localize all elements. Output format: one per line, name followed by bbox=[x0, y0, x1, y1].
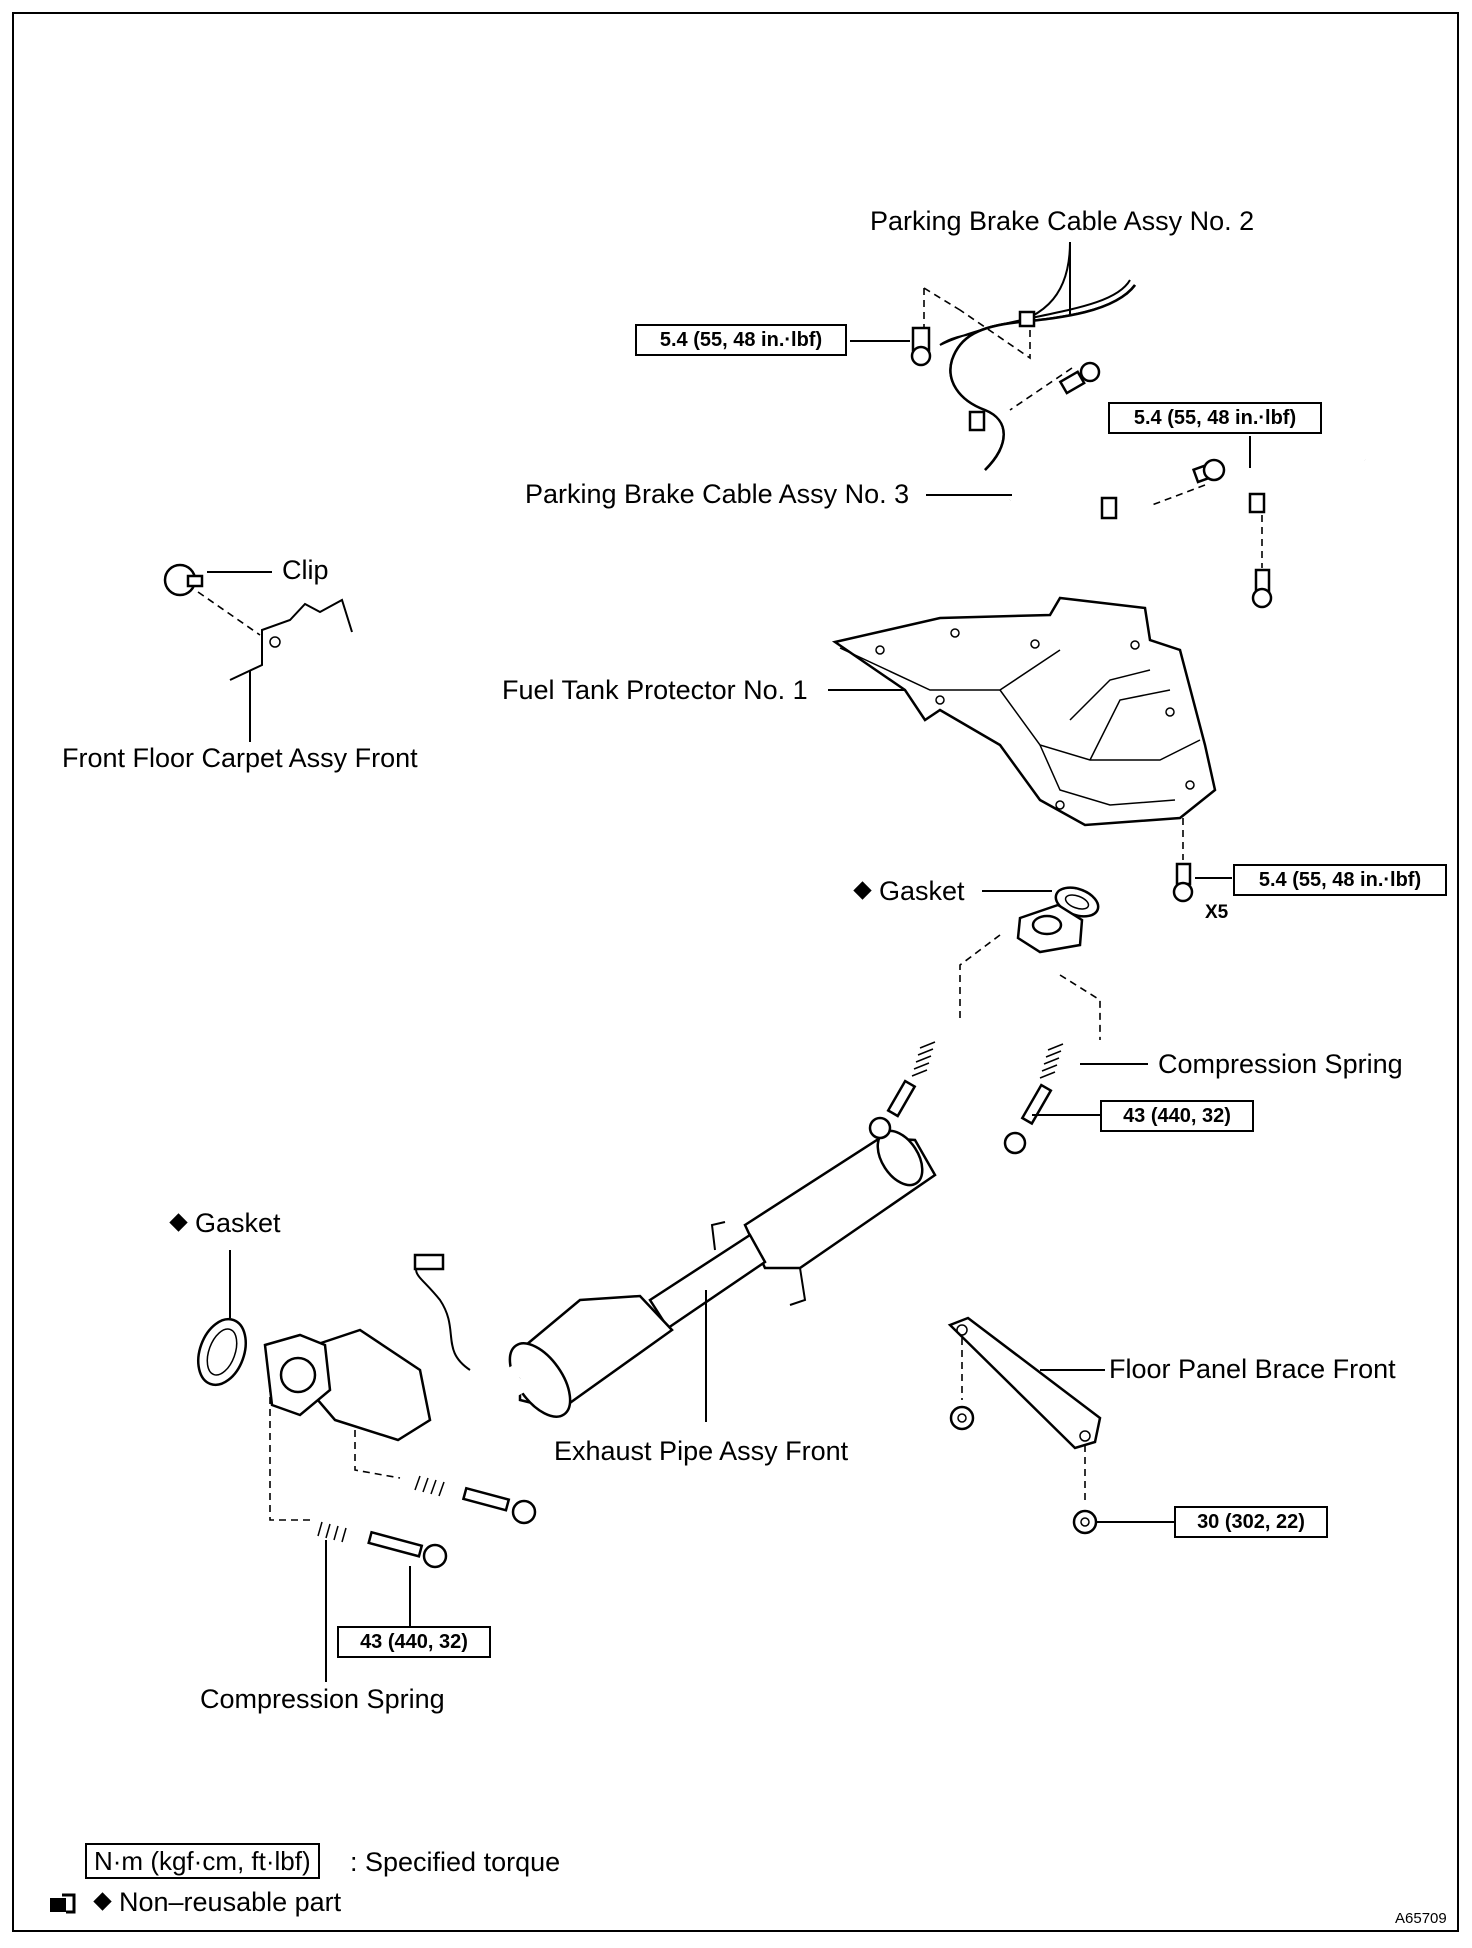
label-front-floor-carpet: Front Floor Carpet Assy Front bbox=[62, 743, 418, 773]
floor-panel-brace bbox=[947, 1316, 1102, 1450]
exhaust-pipe-assy bbox=[263, 903, 1084, 1442]
spring-right-lower bbox=[1039, 1043, 1064, 1079]
bolt-protector bbox=[1172, 862, 1194, 903]
bolt-cable3-upper bbox=[1191, 458, 1226, 484]
gasket-lower bbox=[197, 1317, 247, 1387]
torque-box-spring-bottom: 43 (440, 32) bbox=[337, 1626, 491, 1658]
nut-brace-right bbox=[1072, 1509, 1098, 1535]
torque-box-spring-right: 43 (440, 32) bbox=[1100, 1100, 1254, 1132]
non-reusable-diamond-icon bbox=[93, 1892, 112, 1911]
nut-brace-left bbox=[949, 1405, 975, 1431]
label-compression-spring-bottom: Compression Spring bbox=[200, 1684, 445, 1714]
label-gasket-lower: Gasket bbox=[168, 1210, 281, 1237]
bolt-cable2-left bbox=[910, 326, 932, 367]
label-compression-spring-right: Compression Spring bbox=[1158, 1049, 1403, 1079]
bolt-cable2-right bbox=[1058, 361, 1101, 395]
non-reusable-diamond-icon bbox=[169, 1213, 188, 1232]
parking-brake-cable-no3 bbox=[1009, 458, 1366, 535]
bolt-cable3-lower bbox=[1251, 568, 1273, 609]
legend-torque-box: N·m (kgf·cm, ft·lbf) bbox=[85, 1843, 320, 1879]
legend-torque-text: : Specified torque bbox=[350, 1847, 561, 1877]
spring-bottom-lower bbox=[317, 1521, 347, 1543]
clip-part bbox=[163, 563, 204, 597]
torque-box-brace: 30 (302, 22) bbox=[1174, 1506, 1328, 1538]
label-floor-panel-brace: Floor Panel Brace Front bbox=[1109, 1354, 1396, 1384]
torque-box-cable3: 5.4 (55, 48 in.·lbf) bbox=[1108, 402, 1322, 434]
torque-box-cable2: 5.4 (55, 48 in.·lbf) bbox=[635, 324, 847, 356]
label-fuel-tank-protector: Fuel Tank Protector No. 1 bbox=[502, 675, 808, 705]
label-exhaust-pipe: Exhaust Pipe Assy Front bbox=[554, 1436, 849, 1466]
bolt-bottom-upper bbox=[461, 1486, 537, 1525]
torque-wrench-icon bbox=[50, 1893, 76, 1914]
label-clip: Clip bbox=[282, 555, 329, 585]
diagram-frame bbox=[12, 12, 1459, 1932]
non-reusable-diamond-icon bbox=[853, 881, 872, 900]
bolt-bottom-lower bbox=[367, 1530, 448, 1569]
fuel-tank-protector bbox=[831, 596, 1217, 827]
spring-right-upper bbox=[911, 1041, 936, 1077]
label-gasket-upper: Gasket bbox=[852, 878, 965, 905]
label-parking-brake-cable-no3: Parking Brake Cable Assy No. 3 bbox=[525, 479, 910, 509]
parking-brake-cable-no2 bbox=[939, 241, 1137, 471]
torque-box-protector: 5.4 (55, 48 in.·lbf) bbox=[1233, 864, 1447, 896]
protector-bolt-quantity: X5 bbox=[1205, 902, 1229, 923]
figure-id: A65709 bbox=[1395, 1910, 1447, 1927]
label-parking-brake-cable-no2: Parking Brake Cable Assy No. 2 bbox=[870, 206, 1255, 236]
spring-bottom-upper bbox=[414, 1475, 445, 1497]
front-floor-carpet bbox=[229, 598, 353, 681]
bolt-right-lower bbox=[1003, 1083, 1053, 1155]
bolt-right-upper bbox=[868, 1079, 917, 1140]
legend-nonreusable: Non–reusable part bbox=[92, 1889, 341, 1916]
